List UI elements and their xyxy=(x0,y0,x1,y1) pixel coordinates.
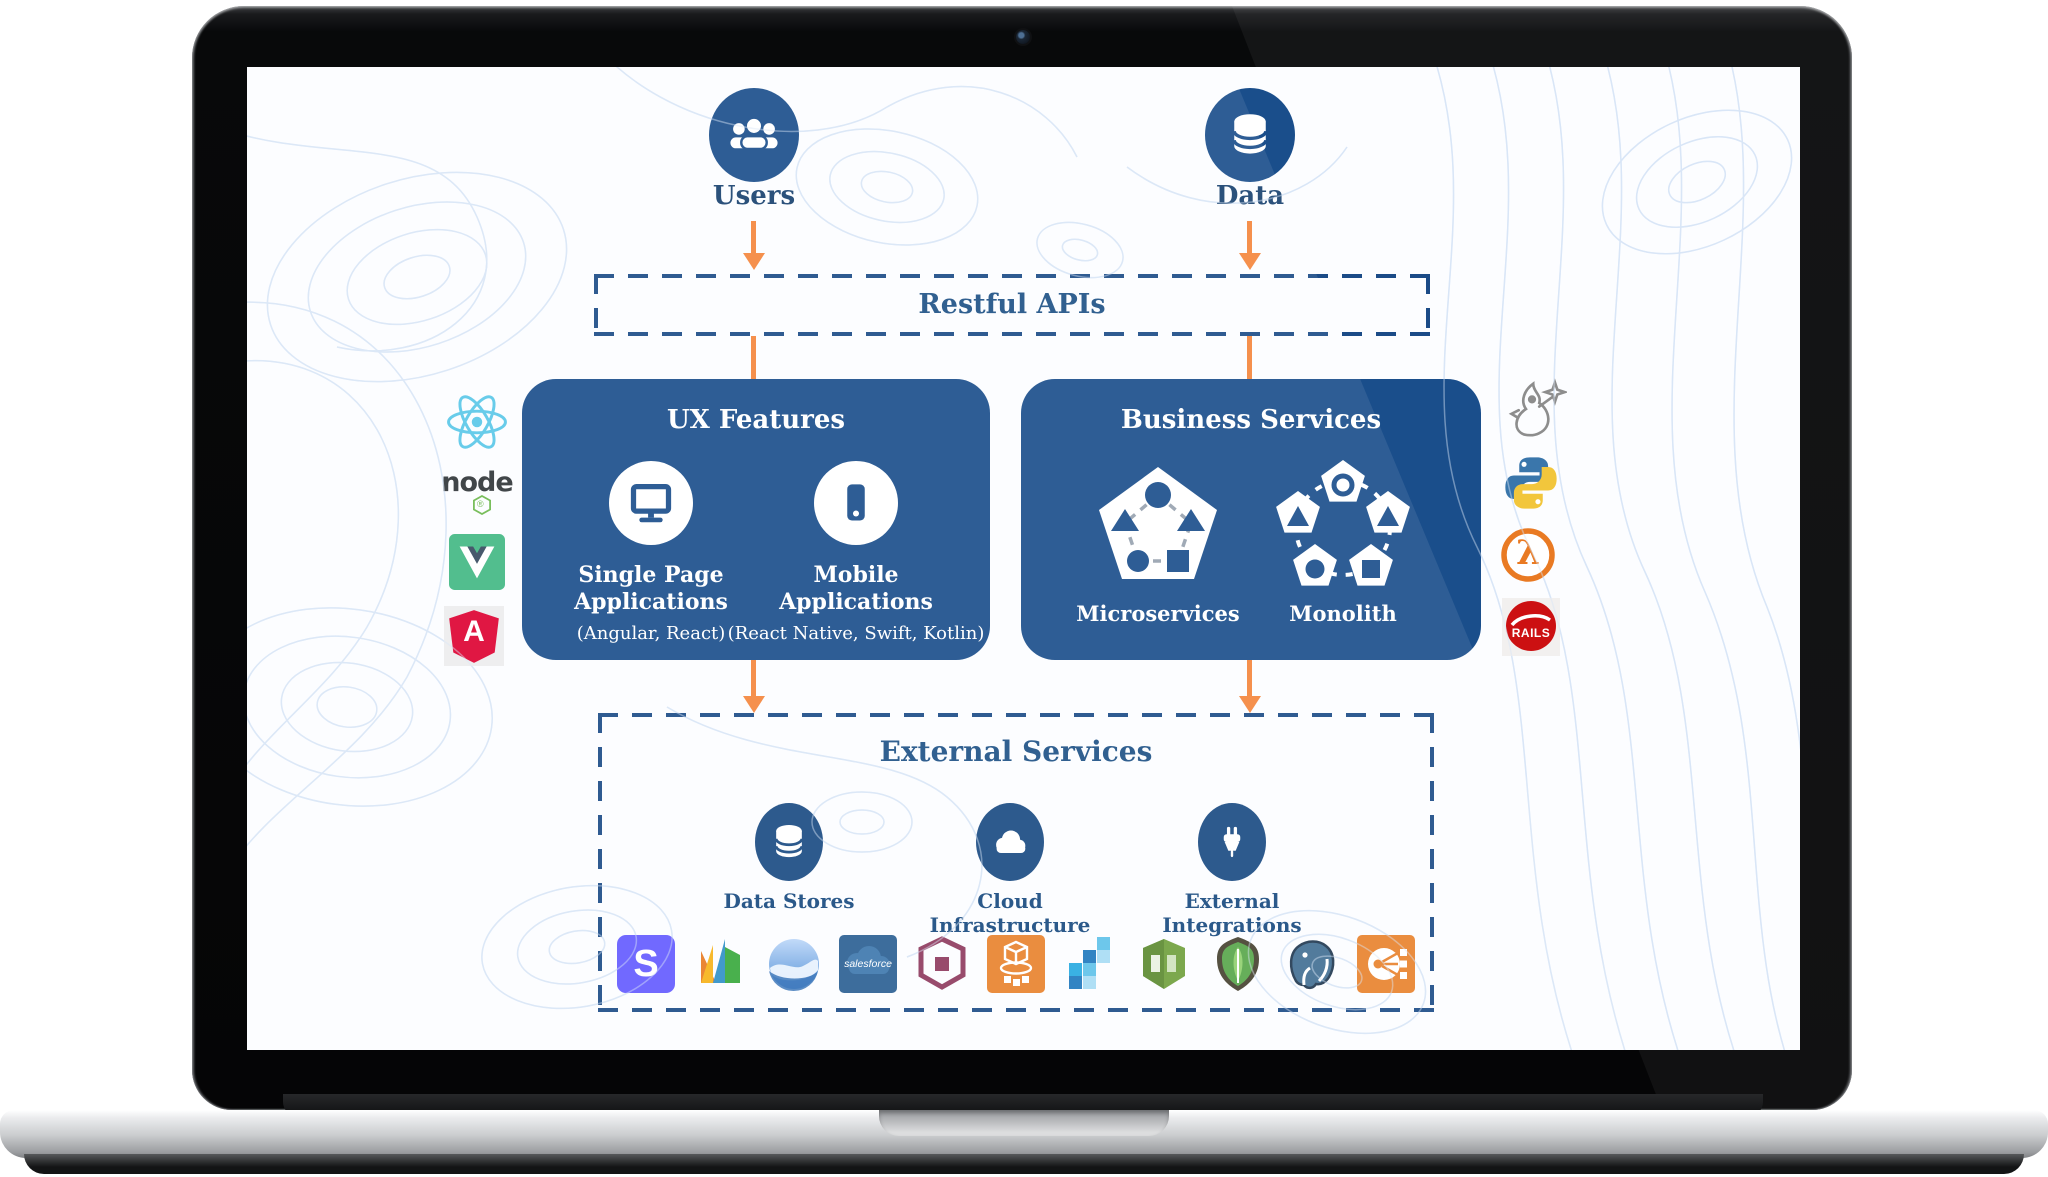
microservices-label: Microservices xyxy=(1076,601,1240,626)
aws-green-prism-logo xyxy=(1135,935,1193,993)
data-arrow-stem xyxy=(1247,221,1252,253)
ux-features-box: UX Features xyxy=(522,379,990,660)
mobile-label-line1: Mobile xyxy=(813,562,899,588)
screen: Users Data Restful APIs UX Features xyxy=(247,67,1800,1050)
data-label: Data xyxy=(1215,181,1285,211)
spa-label: Single Page Applications xyxy=(549,562,753,616)
green-prism-glyph xyxy=(1143,939,1185,989)
data-icon xyxy=(1205,88,1295,182)
plum-cube-glyph xyxy=(918,936,966,990)
node-registered-mark: ® xyxy=(477,499,484,509)
aws-lambda-logo: λ xyxy=(1499,526,1557,584)
rails-logo: RAILS xyxy=(1502,598,1560,656)
rails-wordmark: RAILS xyxy=(1511,626,1551,640)
aws-cube-ring-logo xyxy=(987,935,1045,993)
laptop-lid-notch xyxy=(879,1110,1169,1136)
mobile-glyph xyxy=(847,484,865,521)
python-logo xyxy=(1500,452,1562,514)
restful-apis-title: Restful APIs xyxy=(918,289,1106,320)
data-arrow-head xyxy=(1239,253,1261,270)
api-to-biz-connector xyxy=(1247,336,1252,380)
mongodb-logo xyxy=(1209,935,1267,993)
ux-features-title: UX Features xyxy=(666,405,846,435)
lambda-letter: λ xyxy=(1516,533,1540,573)
mobile-label-line2: Applications xyxy=(779,589,933,615)
biz-to-ext-stem xyxy=(1247,660,1252,696)
microsoft-dynamics-logo xyxy=(691,935,749,993)
aws-elastic-load-balancing-logo xyxy=(1357,935,1415,993)
users-icon xyxy=(709,88,799,182)
cloud-glyph xyxy=(996,830,1026,854)
biz-to-ext-head xyxy=(1239,696,1261,713)
angular-logo: A xyxy=(444,606,504,666)
data-stores-label: Data Stores xyxy=(723,889,855,913)
stripe-logo: S xyxy=(617,935,675,993)
database-glyph xyxy=(1232,114,1268,154)
mobile-label: Mobile Applications xyxy=(754,562,958,616)
dynamics-glyph xyxy=(701,939,740,983)
cloud-infrastructure-icon xyxy=(976,803,1044,881)
monolith-label: Monolith xyxy=(1289,601,1397,626)
ux-to-ext-stem xyxy=(751,660,756,696)
postgres-elephant-glyph xyxy=(1289,940,1335,990)
java-duke-logo xyxy=(1497,374,1567,444)
api-to-ux-connector xyxy=(751,336,756,380)
restful-apis-box: Restful APIs xyxy=(594,274,1430,336)
mobile-icon xyxy=(814,461,898,545)
ux-to-ext-head xyxy=(743,696,765,713)
users-arrow-stem xyxy=(751,221,756,253)
java-duke-glyph xyxy=(1508,378,1567,437)
postgresql-logo xyxy=(1283,935,1341,993)
users-glyph xyxy=(730,116,778,151)
angular-letter: A xyxy=(463,615,485,648)
desktop-glyph xyxy=(630,484,672,523)
data-stores-icon xyxy=(755,803,823,881)
nodejs-logo: node ® xyxy=(439,469,515,517)
plug-glyph xyxy=(1223,826,1241,858)
cube-ring-glyph xyxy=(999,940,1033,986)
google-earth-logo xyxy=(765,935,823,993)
external-integrations-icon xyxy=(1198,803,1266,881)
business-services-title: Business Services xyxy=(1120,405,1382,435)
mobile-sub-label: (React Native, Swift, Kotlin) xyxy=(727,623,985,644)
react-atom-glyph xyxy=(447,395,507,449)
vendor-logo-row: S xyxy=(598,935,1434,993)
external-services-title: External Services xyxy=(879,735,1153,768)
google-earth-glyph xyxy=(769,939,819,992)
users-arrow-head xyxy=(743,253,765,270)
blue-mosaic-logo xyxy=(1061,935,1119,993)
webcam-dot xyxy=(1016,30,1030,44)
desktop-icon xyxy=(609,461,693,545)
elb-glyph xyxy=(1368,948,1407,980)
microservices-pentagon-icon xyxy=(1099,467,1217,579)
spa-label-line2: Applications xyxy=(574,589,728,615)
laptop-base-shadow xyxy=(24,1154,2024,1174)
vue-glyph xyxy=(449,534,505,590)
node-wordmark: node xyxy=(441,467,513,498)
mongodb-leaf-glyph xyxy=(1217,937,1259,991)
vuejs-logo xyxy=(449,534,505,590)
users-label: Users xyxy=(712,181,796,211)
monolith-pentagons-icon xyxy=(1276,460,1410,586)
database-glyph xyxy=(774,825,804,858)
python-glyph xyxy=(1505,457,1557,509)
aws-plum-cube-logo xyxy=(913,935,971,993)
external-integrations-label: External Integrations xyxy=(1162,889,1302,937)
salesforce-wordmark: salesforce xyxy=(844,958,892,970)
spa-label-line1: Single Page xyxy=(578,562,724,588)
stripe-letter: S xyxy=(633,943,659,985)
react-logo xyxy=(444,389,510,455)
salesforce-logo: salesforce xyxy=(839,935,897,993)
cloud-infrastructure-label: Cloud Infrastructure xyxy=(929,889,1091,937)
mosaic-glyph xyxy=(1069,937,1110,989)
